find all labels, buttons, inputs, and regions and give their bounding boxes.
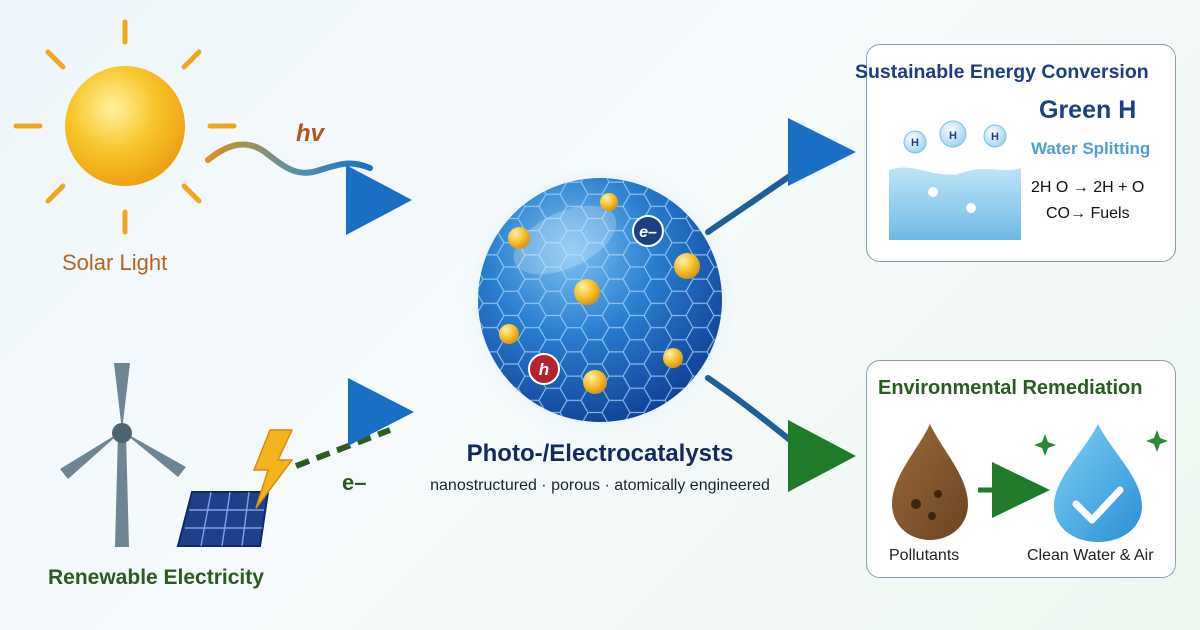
svg-text:e–: e– <box>639 224 657 241</box>
lightning-bolt-icon <box>252 429 294 509</box>
energy-panel-title: Sustainable Energy Conversion <box>855 61 1149 83</box>
environment-output-arrow <box>705 375 856 492</box>
hole-badge: h <box>528 353 560 385</box>
clean-water-air-label: Clean Water & Air <box>1027 547 1154 564</box>
water-splitting-equation: 2H O → 2H + O <box>1031 179 1145 196</box>
green-hydrogen-label: Green H <box>1039 96 1137 124</box>
catalyst-title: Photo-/Electrocatalysts <box>466 440 734 467</box>
remediation-arrow <box>978 462 1050 518</box>
sun-icon <box>13 19 237 235</box>
co2-reduction-equation: CO→ Fuels <box>1046 205 1130 222</box>
electron-flow-label: e– <box>342 470 367 495</box>
solar-light-label: Solar Light <box>62 250 168 275</box>
sparkle-icon <box>1034 430 1168 456</box>
environment-panel-title: Environmental Remediation <box>878 377 1143 399</box>
photon-arrow <box>205 141 412 235</box>
renewable-electricity-label: Renewable Electricity <box>48 566 264 589</box>
electricity-arrow <box>294 378 414 469</box>
catalyst-sphere: e– h <box>462 170 738 438</box>
water-splitting-label: Water Splitting <box>1031 139 1151 158</box>
pollutant-drop-icon <box>892 424 968 540</box>
wind-turbine-icon <box>60 363 186 547</box>
clean-water-drop-icon <box>1054 424 1142 542</box>
remediation-illustration <box>892 424 1168 542</box>
solar-panel-icon <box>176 491 270 547</box>
catalyst-subtitle: nanostructured · porous · atomically eng… <box>430 477 770 494</box>
pollutants-label: Pollutants <box>889 547 960 564</box>
energy-output-arrow <box>705 118 856 235</box>
svg-text:H: H <box>949 130 957 142</box>
svg-text:h: h <box>539 360 549 379</box>
svg-text:H: H <box>991 131 999 143</box>
photon-label: hv <box>296 120 325 147</box>
water-splitting-illustration: H H H <box>889 120 1021 240</box>
electron-badge: e– <box>632 215 664 247</box>
nanoparticles <box>499 193 700 394</box>
svg-text:H: H <box>911 137 919 149</box>
